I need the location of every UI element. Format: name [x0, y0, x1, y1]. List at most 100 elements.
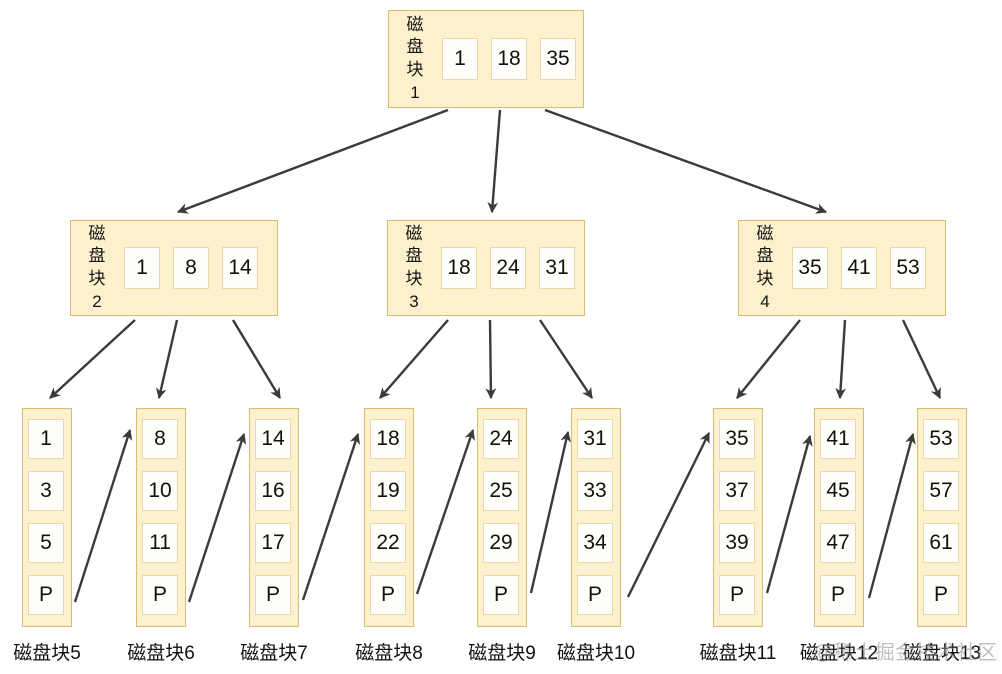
leaf-label-7: 磁盘块7 — [240, 643, 308, 664]
disk-block-name: 磁盘块 — [405, 224, 423, 288]
disk-block-2-label: 磁盘块 2 — [85, 223, 109, 312]
leaf-cell: 22 — [370, 523, 406, 563]
leaf-pointer-cell: P — [370, 575, 406, 615]
leaf-column-13: 53 57 61 P — [917, 408, 967, 627]
key-cell: 18 — [441, 247, 477, 289]
edge-block1-block3 — [487, 109, 502, 214]
edge-block10-block11 — [626, 432, 711, 598]
leaf-cell: 37 — [719, 471, 755, 511]
edge-block1-block2 — [176, 108, 449, 214]
leaf-cell: 53 — [923, 419, 959, 459]
leaf-label-12: 磁盘块12 — [799, 643, 879, 664]
edge-block8-block9 — [415, 428, 475, 595]
edge-block2-block6 — [155, 319, 179, 400]
disk-block-name: 磁盘块 — [406, 15, 424, 79]
disk-block-1-label: 磁盘块 1 — [403, 14, 427, 103]
edge-block12-block13 — [867, 432, 916, 599]
edge-block7-block8 — [301, 432, 361, 601]
leaf-cell: 45 — [820, 471, 856, 511]
leaf-column-7: 14 16 17 P — [249, 408, 299, 627]
disk-block-number: 2 — [92, 291, 102, 311]
leaf-label-9: 磁盘块9 — [468, 643, 536, 664]
leaf-cell: 25 — [483, 471, 519, 511]
leaf-cell: 16 — [255, 471, 291, 511]
leaf-cell: 8 — [142, 419, 178, 459]
key-cell: 1 — [124, 247, 160, 289]
leaf-cell: 17 — [255, 523, 291, 563]
leaf-pointer-cell: P — [923, 575, 959, 615]
key-cell: 1 — [442, 38, 478, 80]
leaf-cell: 14 — [255, 419, 291, 459]
leaf-cell: 11 — [142, 523, 178, 563]
edge-block5-block6 — [73, 428, 133, 603]
leaf-column-10: 31 33 34 P — [571, 408, 621, 627]
disk-block-number: 3 — [409, 291, 419, 311]
key-cell: 14 — [222, 247, 258, 289]
leaf-cell: 33 — [577, 471, 613, 511]
disk-block-3-node: 磁盘块 3 18 24 31 — [387, 220, 585, 316]
leaf-cell: 34 — [577, 523, 613, 563]
leaf-cell: 31 — [577, 419, 613, 459]
leaf-cell: 5 — [28, 523, 64, 563]
leaf-cell: 57 — [923, 471, 959, 511]
leaf-column-12: 41 45 47 P — [814, 408, 864, 627]
leaf-cell: 10 — [142, 471, 178, 511]
key-cell: 18 — [491, 38, 527, 80]
leaf-label-5: 磁盘块5 — [13, 643, 81, 664]
disk-block-2-node: 磁盘块 2 1 8 14 — [70, 220, 278, 316]
edge-block4-block11 — [736, 319, 801, 399]
leaf-label-13: 磁盘块13 — [902, 643, 982, 664]
key-cell: 53 — [890, 247, 926, 289]
leaf-cell: 24 — [483, 419, 519, 459]
edge-block4-block12 — [835, 319, 847, 400]
disk-block-1-node: 磁盘块 1 1 18 35 — [388, 10, 584, 108]
disk-block-number: 4 — [760, 291, 770, 311]
leaf-pointer-cell: P — [255, 575, 291, 615]
leaf-pointer-cell: P — [577, 575, 613, 615]
leaf-cell: 1 — [28, 419, 64, 459]
edge-block3-block10 — [539, 319, 593, 399]
disk-block-name: 磁盘块 — [756, 224, 774, 288]
edge-block1-block4 — [544, 108, 828, 214]
edge-block9-block10 — [529, 430, 572, 594]
watermark: @稀土掘金技术社区 — [813, 642, 998, 664]
edge-block3-block8 — [379, 319, 449, 399]
leaf-cell: 47 — [820, 523, 856, 563]
leaf-cell: 61 — [923, 523, 959, 563]
leaf-label-11: 磁盘块11 — [699, 643, 777, 664]
leaf-pointer-cell: P — [28, 575, 64, 615]
disk-block-name: 磁盘块 — [88, 224, 106, 288]
edge-block11-block12 — [765, 434, 813, 594]
edge-block4-block13 — [901, 319, 942, 399]
disk-block-3-label: 磁盘块 3 — [402, 223, 426, 312]
leaf-label-6: 磁盘块6 — [127, 643, 195, 664]
leaf-pointer-cell: P — [719, 575, 755, 615]
key-cell: 41 — [841, 247, 877, 289]
leaf-cell: 41 — [820, 419, 856, 459]
leaf-pointer-cell: P — [483, 575, 519, 615]
key-cell: 24 — [490, 247, 526, 289]
edge-block3-block9 — [485, 319, 497, 400]
leaf-cell: 39 — [719, 523, 755, 563]
disk-block-4-node: 磁盘块 4 35 41 53 — [738, 220, 946, 316]
leaf-label-10: 磁盘块10 — [556, 643, 636, 664]
leaf-cell: 3 — [28, 471, 64, 511]
edge-block2-block7 — [231, 319, 282, 399]
leaf-label-8: 磁盘块8 — [355, 643, 423, 664]
key-cell: 35 — [792, 247, 828, 289]
leaf-column-6: 8 10 11 P — [136, 408, 186, 627]
edge-block6-block7 — [187, 432, 247, 603]
leaf-column-9: 24 25 29 P — [477, 408, 527, 627]
leaf-pointer-cell: P — [820, 575, 856, 615]
key-cell: 8 — [173, 247, 209, 289]
leaf-column-11: 35 37 39 P — [713, 408, 763, 627]
edge-block2-block5 — [49, 319, 136, 399]
leaf-column-8: 18 19 22 P — [364, 408, 414, 627]
disk-block-4-label: 磁盘块 4 — [753, 223, 777, 312]
key-cell: 35 — [540, 38, 576, 80]
key-cell: 31 — [539, 247, 575, 289]
leaf-cell: 19 — [370, 471, 406, 511]
leaf-pointer-cell: P — [142, 575, 178, 615]
leaf-cell: 35 — [719, 419, 755, 459]
leaf-cell: 29 — [483, 523, 519, 563]
